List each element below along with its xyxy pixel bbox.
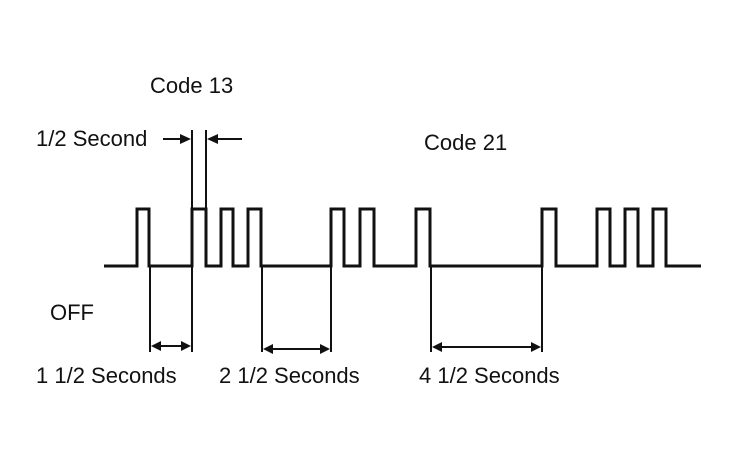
label-code-21: Code 21 — [424, 130, 507, 155]
half-second-arrow-left-head — [180, 134, 191, 144]
interval-1-5-arrow-right — [181, 341, 191, 351]
interval-4-5-arrow-left — [432, 342, 442, 352]
interval-4-5-arrow-right — [531, 342, 541, 352]
label-one-and-half-seconds: 1 1/2 Seconds — [36, 363, 177, 388]
half-second-arrow-right-head — [207, 134, 218, 144]
label-code-13: Code 13 — [150, 73, 233, 98]
pulse-waveform — [104, 207, 701, 268]
label-half-second: 1/2 Second — [36, 126, 147, 151]
label-four-and-half-seconds: 4 1/2 Seconds — [419, 363, 560, 388]
interval-2-5-arrow-right — [320, 344, 330, 354]
label-two-and-half-seconds: 2 1/2 Seconds — [219, 363, 360, 388]
label-off: OFF — [50, 300, 94, 325]
interval-1-5-arrow-left — [151, 341, 161, 351]
interval-2-5-arrow-left — [263, 344, 273, 354]
